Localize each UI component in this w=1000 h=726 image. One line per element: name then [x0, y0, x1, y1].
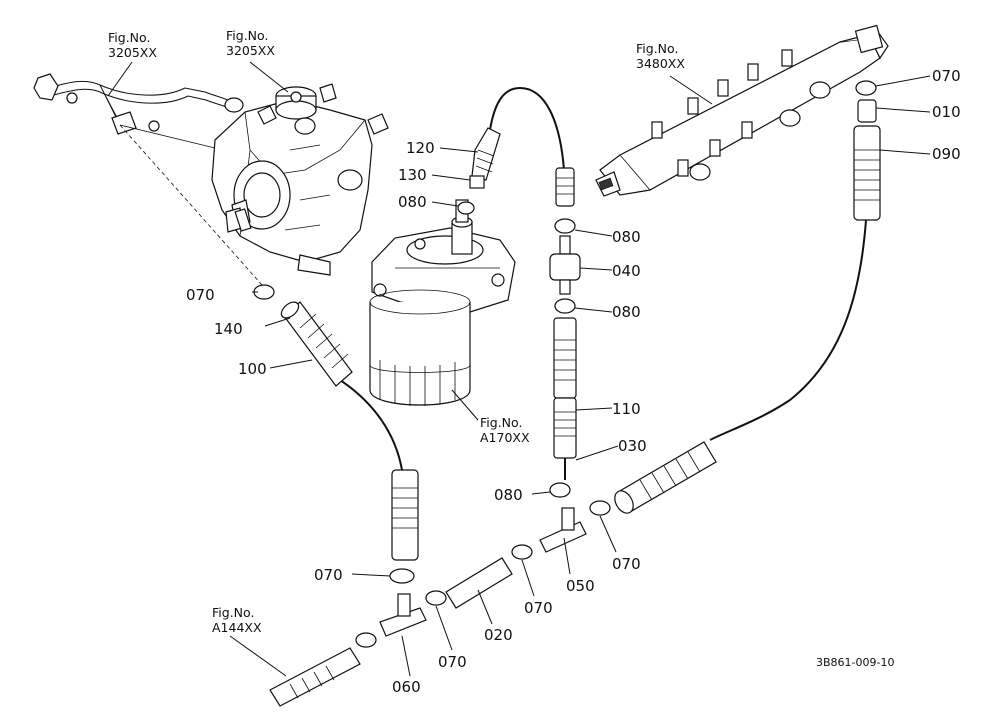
rail-outlets	[651, 49, 793, 177]
lower-assembly	[269, 441, 717, 707]
callout-120[interactable]: 120	[406, 139, 435, 157]
callout-070[interactable]: 070	[524, 599, 553, 617]
clamp-070-h	[589, 500, 611, 516]
part-010-fitting	[857, 99, 877, 123]
clamp-070-top	[855, 80, 877, 96]
clamp-080-a	[457, 201, 475, 215]
part-130-fitting	[469, 175, 485, 189]
part-110-hose	[553, 317, 577, 399]
ref-filter[interactable]: Fig.No. A170XX	[480, 415, 530, 445]
svg-text:A144XX: A144XX	[212, 620, 262, 635]
svg-text:Fig.No.: Fig.No.	[108, 30, 150, 45]
svg-text:3480XX: 3480XX	[636, 56, 685, 71]
common-rail	[595, 24, 889, 197]
callout-100[interactable]: 100	[238, 360, 267, 378]
callout-110[interactable]: 110	[612, 400, 641, 418]
clamp-070-e	[355, 632, 377, 648]
fuel-return-lines	[119, 86, 867, 471]
callout-070[interactable]: 070	[314, 566, 343, 584]
callout-010[interactable]: 010	[932, 103, 961, 121]
callout-040[interactable]: 040	[612, 262, 641, 280]
callouts: 070 140 100 120 130 080 080 040 080 110 …	[186, 67, 961, 696]
clamp-080-d	[549, 482, 571, 498]
clamp-070-f	[425, 590, 447, 606]
svg-text:3205XX: 3205XX	[226, 43, 275, 58]
callout-080[interactable]: 080	[494, 486, 523, 504]
ref-common-rail[interactable]: Fig.No. 3480XX	[636, 41, 685, 71]
callout-130[interactable]: 130	[398, 166, 427, 184]
callout-080[interactable]: 080	[398, 193, 427, 211]
callout-070[interactable]: 070	[438, 653, 467, 671]
callout-060[interactable]: 060	[392, 678, 421, 696]
fuel-filter	[369, 199, 516, 406]
center-column	[549, 167, 581, 498]
callout-020[interactable]: 020	[484, 626, 513, 644]
part-040-valve	[549, 253, 581, 281]
callout-070[interactable]: 070	[612, 555, 641, 573]
callout-080[interactable]: 080	[612, 303, 641, 321]
callout-050[interactable]: 050	[566, 577, 595, 595]
ref-pump-left[interactable]: Fig.No. 3205XX	[108, 30, 157, 60]
ref-lower-pipe[interactable]: Fig.No. A144XX	[212, 605, 262, 635]
part-020-pipe	[445, 557, 513, 609]
callout-080[interactable]: 080	[612, 228, 641, 246]
ref-pump-right[interactable]: Fig.No. 3205XX	[226, 28, 275, 58]
callout-070[interactable]: 070	[932, 67, 961, 85]
svg-text:Fig.No.: Fig.No.	[212, 605, 254, 620]
clamp-070-g	[511, 544, 533, 560]
callout-030[interactable]: 030	[618, 437, 647, 455]
drawing-code: 3B861-009-10	[816, 656, 894, 669]
callout-140[interactable]: 140	[214, 320, 243, 338]
callout-090[interactable]: 090	[932, 145, 961, 163]
svg-text:Fig.No.: Fig.No.	[480, 415, 522, 430]
injection-pump	[33, 73, 389, 276]
clamp-080-c	[554, 298, 576, 314]
part-120-hose	[471, 127, 501, 181]
svg-text:Fig.No.: Fig.No.	[636, 41, 678, 56]
svg-text:3205XX: 3205XX	[108, 45, 157, 60]
left-hose	[253, 284, 353, 387]
callout-070[interactable]: 070	[186, 286, 215, 304]
right-column	[853, 80, 881, 221]
clamp-080-b	[554, 218, 576, 234]
part-090-hose	[853, 125, 881, 221]
clamp-070-d	[389, 568, 415, 584]
svg-text:A170XX: A170XX	[480, 430, 530, 445]
svg-text:Fig.No.: Fig.No.	[226, 28, 268, 43]
leader-lines	[107, 61, 931, 677]
